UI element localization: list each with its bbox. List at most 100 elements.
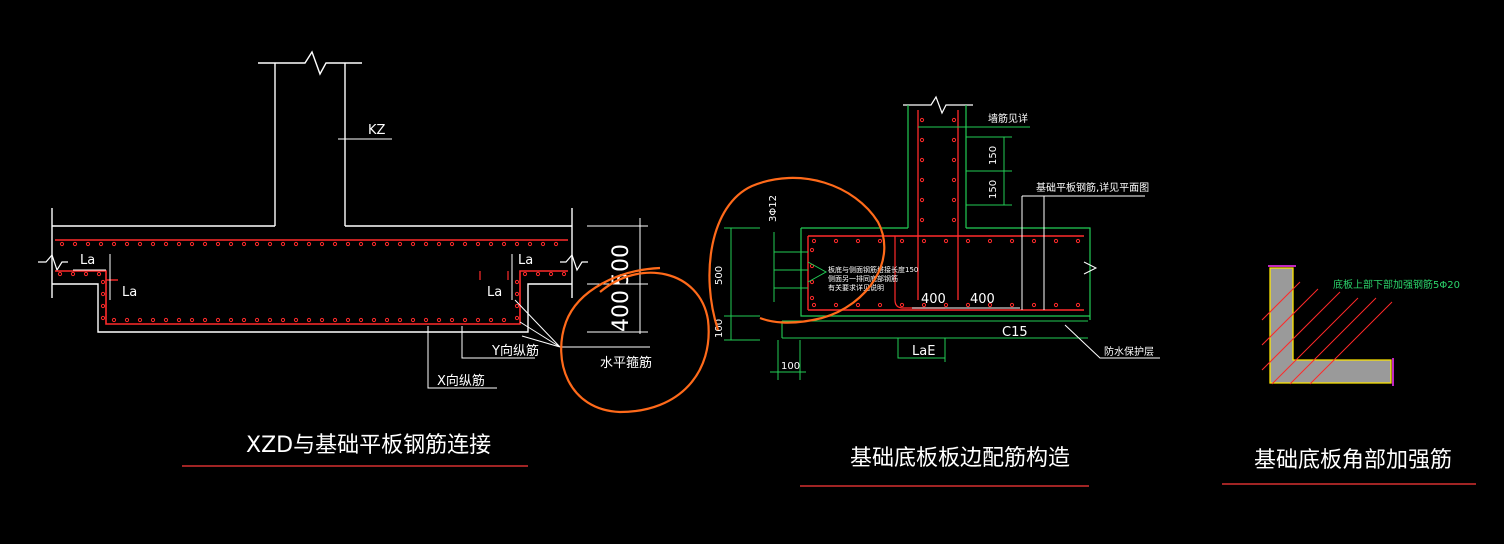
rebar-dot [1009, 238, 1015, 244]
rebar-dot [100, 315, 106, 321]
rebar-dot [553, 241, 559, 247]
note-leader [807, 261, 828, 283]
detail-xzd-slab-connection: KZ La La La La Y向纵筋 X向纵筋 水平箍筋 [38, 50, 710, 467]
rebar-dot [951, 157, 957, 163]
rebar-dot [332, 241, 338, 247]
slab-rebar-dots [809, 117, 1081, 308]
rebar-dot [809, 247, 815, 253]
rebar-dot [488, 317, 494, 323]
rebar-dot [358, 241, 364, 247]
y-bar-leader [461, 326, 535, 359]
rebar-dot [855, 238, 861, 244]
rebar-dot [345, 317, 351, 323]
annotation-circle-1 [560, 266, 710, 414]
rebar-dot [371, 317, 377, 323]
x-bar-label: X向纵筋 [437, 373, 485, 389]
note-line-1: 板底与侧面钢筋搭接长度150 [828, 265, 918, 274]
rebar-dot [241, 317, 247, 323]
rebar-dot [540, 241, 546, 247]
x-bar-leader [427, 326, 497, 389]
horizontal-bar-leaders [514, 299, 561, 348]
rebar-dot [410, 317, 416, 323]
horizontal-bar-label: 水平箍筋 [600, 355, 652, 371]
rebar-dot [1053, 238, 1059, 244]
column-break-line [258, 50, 362, 76]
note-line-3: 有关要求详见说明 [828, 283, 884, 292]
slab-bar-label: 基础平板钢筋,详见平面图 [1036, 181, 1149, 194]
rebar-dot [280, 317, 286, 323]
rebar-dot [384, 241, 390, 247]
rebar-dot [919, 137, 925, 143]
slab-right-break [560, 253, 588, 272]
rebar-dot [809, 295, 815, 301]
rebar-dot [96, 271, 102, 277]
rebar-dot [501, 317, 507, 323]
bottom-rebar-left [55, 270, 330, 325]
rebar-dot [72, 241, 78, 247]
la-label-2: La [122, 285, 137, 300]
rebar-dot [100, 291, 106, 297]
rebar-dot [150, 241, 156, 247]
rebar-dot [100, 279, 106, 285]
rebar-dot [449, 317, 455, 323]
detail1-title: XZD与基础平板钢筋连接 [246, 433, 491, 458]
rebar-dot [176, 241, 182, 247]
rebar-dot [306, 241, 312, 247]
rebar-dot [449, 241, 455, 247]
rebar-dot [70, 271, 76, 277]
inner-rebar-loop [894, 236, 945, 309]
detail-slab-corner-reinforcement: 底板上部下部加强钢筋5Φ20 基础底板角部加强筋 [1222, 265, 1476, 485]
lap-rebar-right [479, 271, 509, 280]
rebar-dot [921, 302, 927, 308]
rebar-dot [809, 279, 815, 285]
detail-slab-edge-reinforcement: C15 防水保护层 LaE 100 500 100 3Φ12 板底与侧面钢筋搭接… [708, 95, 1160, 487]
dim-400-a-label: 400 [921, 292, 946, 307]
slab-outline [800, 227, 1091, 320]
lae-dim [897, 338, 946, 362]
rebar-dot [384, 317, 390, 323]
rebar-dot [293, 241, 299, 247]
rebar-dot [951, 177, 957, 183]
rebar-dot [137, 241, 143, 247]
rebar-dot [100, 303, 106, 309]
rebar-dot [951, 197, 957, 203]
rebar-dot [921, 238, 927, 244]
rebar-dot [1075, 302, 1081, 308]
c15-cushion [781, 320, 1088, 339]
rebar-dots [57, 241, 567, 323]
rebar-dot [855, 302, 861, 308]
rebar-dot [548, 271, 554, 277]
rebar-dot [877, 238, 883, 244]
rebar-dot [137, 317, 143, 323]
rebar-dot [514, 291, 520, 297]
annotation-circle-2 [708, 176, 886, 331]
rebar-dot [1075, 238, 1081, 244]
corner-shape [1269, 267, 1392, 384]
rebar-dot [124, 241, 130, 247]
rebar-dot [462, 317, 468, 323]
slab-break-right [1083, 261, 1098, 275]
rebar-dot [501, 241, 507, 247]
rebar-dot [987, 238, 993, 244]
rebar-dot [833, 238, 839, 244]
rebar-dot [899, 302, 905, 308]
corner-hatch [1261, 281, 1393, 385]
rebar-dot [267, 317, 273, 323]
slab-bottom-profile [52, 283, 572, 333]
rebar-dot [423, 241, 429, 247]
rebar-dot [462, 241, 468, 247]
rebar-dot [332, 317, 338, 323]
detail2-title: 基础底板板边配筋构造 [850, 446, 1070, 471]
y-bar-label: Y向纵筋 [491, 343, 539, 359]
rebar-dot [919, 197, 925, 203]
rebar-dot [1053, 302, 1059, 308]
rebar-dot [358, 317, 364, 323]
rebar-dot [371, 241, 377, 247]
slab-left-break [38, 253, 68, 272]
rebar-dot [965, 302, 971, 308]
rebar-dot [527, 241, 533, 247]
rebar-dot [951, 217, 957, 223]
rebar-dot [202, 241, 208, 247]
dim-150-b-label: 150 [988, 180, 999, 199]
dim-400-b-label: 400 [970, 292, 995, 307]
